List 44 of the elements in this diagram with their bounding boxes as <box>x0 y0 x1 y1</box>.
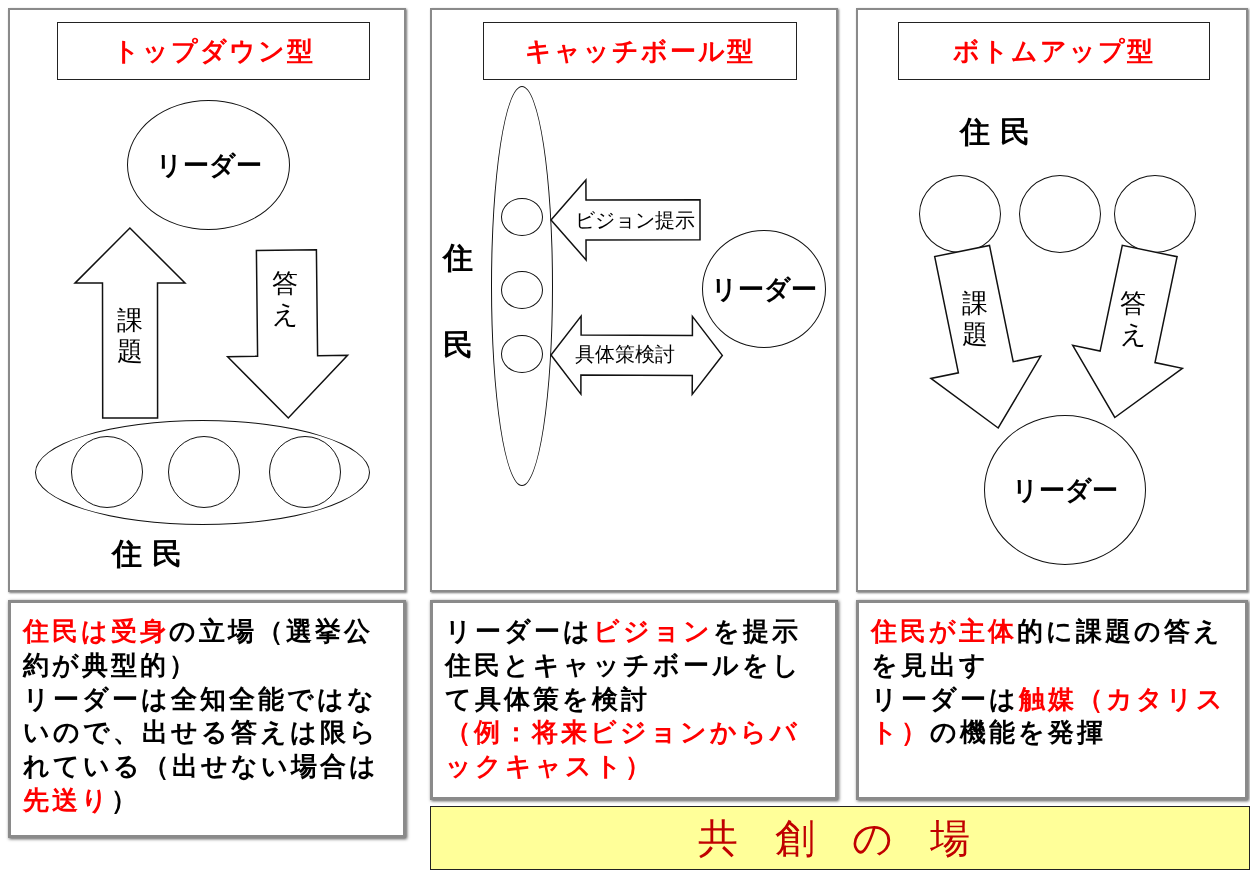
edge-label: 答え <box>272 268 298 331</box>
leader-label: リーダー <box>1012 473 1118 507</box>
leader-label: リーダー <box>711 272 817 306</box>
block-arrow <box>929 244 1043 430</box>
resident-circle <box>269 436 341 508</box>
description-text: 住民は受身の立場（選挙公約が典型的） <box>23 615 374 682</box>
edge-label: 課題 <box>962 288 988 351</box>
description-text: 住民とキャッチボールをして具体策を検討 <box>445 648 803 716</box>
panel-frame <box>8 8 406 592</box>
description-text: （例：将来ビジョンからバックキャスト） <box>445 716 801 784</box>
edge-label: 具体策検討 <box>575 341 675 368</box>
block-arrow <box>1071 244 1185 419</box>
resident-circle <box>501 271 543 309</box>
description-text: リーダーはビジョンを提示 <box>445 615 802 648</box>
block-arrow <box>550 313 724 397</box>
description-box <box>8 600 406 838</box>
resident-circle <box>501 198 543 236</box>
type-title-box <box>898 22 1210 80</box>
description-box <box>856 600 1248 800</box>
edge-label: 課題 <box>117 305 143 368</box>
leader-label: リーダー <box>155 148 262 182</box>
residents-label: 住民 <box>443 239 473 364</box>
co-creation-banner <box>430 806 1250 870</box>
residents-label: 住 民 <box>112 535 183 573</box>
resident-circle <box>501 335 543 373</box>
residents-label: 住 民 <box>960 113 1031 151</box>
panel-frame <box>856 8 1248 592</box>
block-arrow <box>73 226 187 419</box>
edge-label: 答え <box>1120 288 1146 351</box>
type-title: トップダウン型 <box>112 34 315 68</box>
description-text: リーダーは触媒（カタリスト）の機能を発揮 <box>871 682 1227 750</box>
description-box <box>430 600 838 800</box>
edge-label: ビジョン提示 <box>575 207 695 234</box>
type-title-box <box>57 22 370 80</box>
description-text: リーダーは全知全能ではないので、出せる答えは限られている（出せない場合は先送り） <box>23 682 380 817</box>
banner-title: 共 創 の 場 <box>698 813 982 863</box>
resident-circle <box>71 436 143 508</box>
type-title: ボトムアップ型 <box>953 34 1155 68</box>
panel-frame <box>430 8 838 592</box>
block-arrow <box>550 177 701 262</box>
block-arrow <box>225 249 350 420</box>
description-text: 住民が主体的に課題の答えを見出す <box>871 615 1224 682</box>
type-title: キャッチボール型 <box>525 34 755 68</box>
type-title-box <box>483 22 797 80</box>
